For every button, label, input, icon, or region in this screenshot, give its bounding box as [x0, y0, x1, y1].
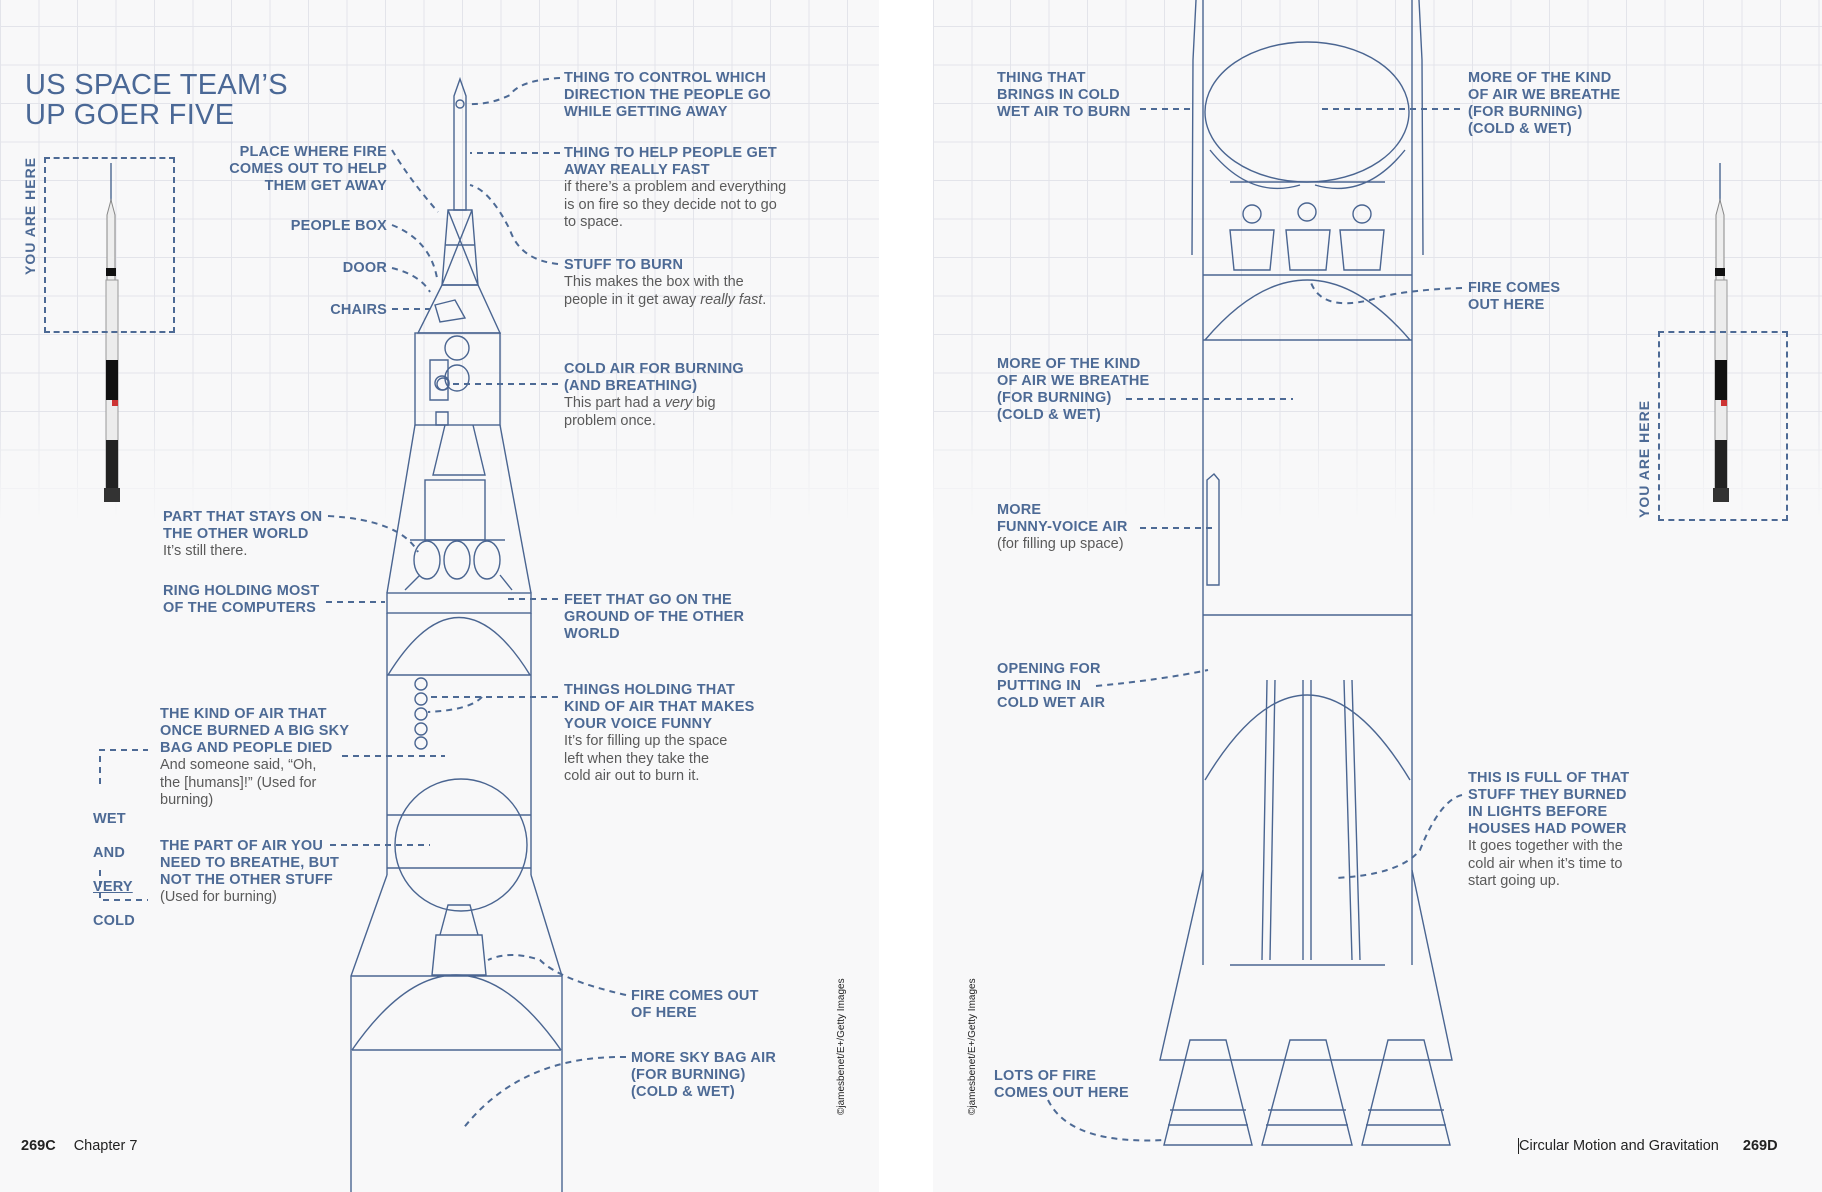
emphasis: really fast [700, 291, 763, 308]
text: VERY [93, 879, 133, 895]
label-things: THINGS HOLDING THAT KIND OF AIR THAT MAK… [564, 682, 754, 786]
text: This part had a [564, 395, 665, 411]
label-chairs: CHAIRS [330, 302, 387, 318]
emphasis: very [664, 395, 693, 411]
first-stage-engines-drawing [1163, 1039, 1451, 1146]
label-part: THE PART OF AIR YOU NEED TO BREATHE, BUT… [160, 838, 339, 907]
label-fire-out: FIRE COMES OUT OF HERE [631, 988, 759, 1021]
arrow-sky-bag [461, 1055, 627, 1131]
arrow-stuff [469, 184, 559, 265]
label-brings: THING THAT BRINGS IN COLD WET AIR TO BUR… [997, 70, 1131, 120]
arrow-people-box [391, 224, 438, 279]
label-part-heading: THE PART OF AIR YOU NEED TO BREATHE, BUT… [160, 838, 340, 888]
label-ring: RING HOLDING MOST OF THE COMPUTERS [163, 583, 320, 616]
footer-left: 269C Chapter 7 [21, 1138, 137, 1154]
label-stuff-body: This makes the box with the people in it… [564, 274, 766, 309]
mini-rocket-right [1713, 163, 1729, 502]
arrow-door [391, 267, 431, 293]
label-things-heading: THINGS HOLDING THAT KIND OF AIR THAT MAK… [564, 682, 755, 732]
page-number: 269C [21, 1138, 56, 1154]
you-are-here-label: YOU ARE HERE [1636, 399, 1652, 518]
arrow-fire-escape [391, 149, 439, 213]
saturn-v-upper-diagram [104, 76, 563, 1192]
label-things-body: It’s for filling up the space left when … [564, 733, 728, 784]
label-feet: FEET THAT GO ON THE GROUND OF THE OTHER … [564, 592, 745, 642]
label-opening: OPENING FOR PUTTING IN COLD WET AIR [997, 661, 1106, 711]
right-page: THING THAT BRINGS IN COLD WET AIR TO BUR… [933, 0, 1822, 1192]
text: This makes the box with the people in it… [564, 274, 744, 308]
saturn-v-lower-diagram [1047, 0, 1729, 1146]
you-are-here-label: YOU ARE HERE [22, 156, 38, 275]
right-leader-arrows [1047, 108, 1463, 1142]
service-module-drawing [414, 332, 501, 426]
chapter-label: Chapter 7 [73, 1138, 138, 1154]
grid-background [0, 0, 879, 520]
label-fire-escape: PLACE WHERE FIRE COMES OUT TO HELP THEM … [229, 144, 387, 194]
adapter-and-lander-drawing [386, 424, 532, 594]
page-number: 269D [1742, 1138, 1778, 1154]
you-are-here-box [1658, 331, 1788, 521]
text: . [762, 291, 767, 308]
photo-credit: ©jamesbenet/E+/Getty Images [836, 978, 847, 1115]
arrow-full [1334, 794, 1463, 879]
arrow-stays [327, 515, 419, 553]
text: COLD [93, 913, 135, 929]
first-stage-fins-drawing [1159, 869, 1453, 1061]
label-cold-air: COLD AIR FOR BURNING (AND BREATHING) Thi… [564, 361, 744, 430]
label-escape-body: if there’s a problem and everything is o… [564, 179, 787, 230]
label-escape-heading: THING TO HELP PEOPLE GET AWAY REALLY FAS… [564, 145, 777, 178]
label-kind: THE KIND OF AIR THAT ONCE BURNED A BIG S… [160, 706, 349, 810]
label-full-body: It goes together with the cold air when … [1468, 838, 1623, 889]
label-funny-body: (for filling up space) [997, 536, 1124, 552]
label-escape: THING TO HELP PEOPLE GET AWAY REALLY FAS… [564, 145, 786, 232]
label-part-body: (Used for burning) [160, 889, 277, 905]
left-page: US SPACE TEAM’S UP GOER FIVE YOU ARE HER… [0, 0, 879, 1192]
section-label: Circular Motion and Gravitation [1518, 1138, 1719, 1154]
text: WET [93, 811, 126, 827]
left-leader-arrows [99, 77, 627, 1131]
footer-right: Circular Motion and Gravitation 269D [1518, 1138, 1778, 1154]
label-sky-bag: MORE SKY BAG AIR (FOR BURNING) (COLD & W… [631, 1050, 776, 1100]
label-more-kind-mid: MORE OF THE KIND OF AIR WE BREATHE (FOR … [997, 356, 1150, 423]
photo-credit: ©jamesbenet/E+/Getty Images [967, 978, 978, 1115]
arrow-wet-up [99, 749, 148, 784]
label-wet-and-very-cold: WET AND VERY COLD [93, 794, 135, 947]
label-people-box: PEOPLE BOX [290, 218, 387, 234]
mini-rocket-left [104, 163, 120, 502]
label-control: THING TO CONTROL WHICH DIRECTION THE PEO… [564, 70, 771, 120]
arrow-things [427, 696, 558, 713]
label-cold-air-body: This part had a very big problem once. [564, 395, 744, 430]
arrow-fire-comes [1309, 279, 1463, 305]
label-door: DOOR [342, 260, 387, 276]
arrow-fire-out [487, 954, 627, 996]
label-full-heading: THIS IS FULL OF THAT STUFF THEY BURNED I… [1468, 770, 1630, 837]
you-are-here-box [44, 157, 175, 333]
label-kind-heading: THE KIND OF AIR THAT ONCE BURNED A BIG S… [160, 706, 350, 756]
label-funny: MORE FUNNY-VOICE AIR (for filling up spa… [997, 502, 1128, 554]
arrow-lots-fire [1047, 1099, 1166, 1142]
arrow-control [467, 77, 561, 106]
second-stage-drawing [1191, 0, 1424, 965]
text: big problem once. [564, 395, 716, 429]
label-kind-body: And someone said, “Oh, the [humans]!” (U… [160, 757, 317, 808]
label-full: THIS IS FULL OF THAT STUFF THEY BURNED I… [1468, 770, 1629, 891]
interstage-drawing [350, 874, 563, 1192]
label-lots-fire: LOTS OF FIRE COMES OUT HERE [994, 1068, 1129, 1101]
label-stuff: STUFF TO BURN This makes the box with th… [564, 257, 766, 309]
instrument-ring-drawing [386, 592, 532, 614]
label-stuff-heading: STUFF TO BURN [564, 257, 684, 273]
label-cold-air-heading: COLD AIR FOR BURNING (AND BREATHING) [564, 361, 744, 394]
arrow-opening [1095, 669, 1209, 687]
label-fire-comes: FIRE COMES OUT HERE [1468, 280, 1561, 313]
label-stays-body: It’s still there. [163, 543, 248, 559]
label-stays: PART THAT STAYS ON THE OTHER WORLD It’s … [163, 509, 322, 561]
label-stays-heading: PART THAT STAYS ON THE OTHER WORLD [163, 509, 323, 542]
grid-background [933, 0, 1822, 520]
label-funny-heading: MORE FUNNY-VOICE AIR [997, 502, 1128, 535]
page-title: US SPACE TEAM’S UP GOER FIVE [25, 69, 288, 131]
third-stage-drawing [386, 613, 532, 976]
text: AND [93, 845, 126, 861]
label-more-kind-top: MORE OF THE KIND OF AIR WE BREATHE (FOR … [1468, 70, 1621, 137]
